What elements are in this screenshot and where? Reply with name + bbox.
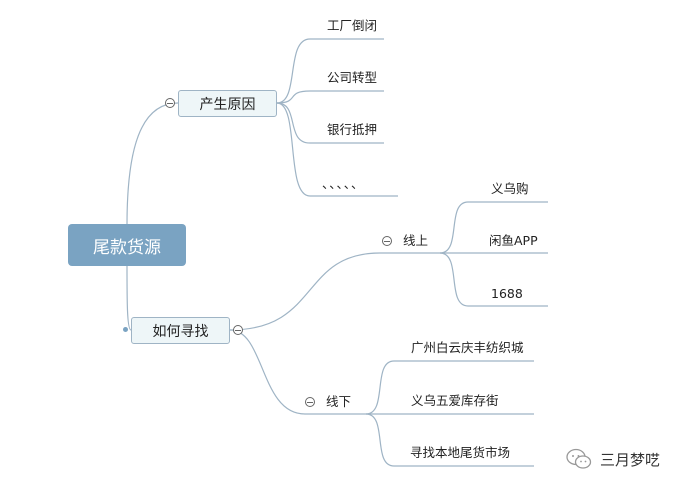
connector-find-online — [229, 252, 440, 331]
connector-find-offline — [229, 329, 366, 415]
connector-online-3 — [439, 252, 548, 307]
central-anchor-dot — [123, 327, 128, 332]
central-topic[interactable]: 尾款货源 — [68, 224, 186, 266]
branch-how-to-find[interactable]: 如何寻找 — [131, 317, 230, 344]
branch-reasons[interactable]: 产生原因 — [178, 90, 277, 117]
connector-reason-4 — [276, 102, 398, 197]
connector-central-branch-2 — [126, 264, 132, 331]
online-item-1[interactable]: 义乌购 — [491, 181, 529, 196]
group-online-label[interactable]: 线上 — [403, 233, 429, 248]
reason-item-2[interactable]: 公司转型 — [327, 70, 378, 85]
connector-offline-1 — [365, 360, 534, 415]
online-item-2[interactable]: 闲鱼APP — [489, 233, 538, 248]
offline-item-2[interactable]: 义乌五爱库存街 — [411, 393, 499, 408]
offline-item-1[interactable]: 广州白云庆丰纺织城 — [411, 340, 524, 355]
reason-item-1[interactable]: 工厂倒闭 — [327, 18, 378, 33]
connector-offline-3 — [365, 413, 534, 467]
collapse-toggle-online[interactable] — [382, 236, 392, 246]
branch-how-to-find-label: 如何寻找 — [152, 323, 209, 340]
watermark-text: 三月梦呓 — [600, 450, 661, 469]
connector-online-1 — [439, 201, 548, 254]
central-topic-label: 尾款货源 — [93, 237, 161, 258]
watermark: 三月梦呓 — [566, 448, 660, 470]
collapse-toggle-reasons[interactable] — [165, 98, 175, 108]
reason-item-3[interactable]: 银行抵押 — [327, 122, 378, 137]
connector-reason-1 — [276, 38, 384, 104]
connector-central-branch-1 — [126, 102, 179, 226]
wechat-icon — [566, 448, 592, 469]
online-item-3[interactable]: 1688 — [491, 286, 523, 301]
collapse-toggle-offline[interactable] — [305, 397, 315, 407]
reason-item-4[interactable]: 、、、、、 — [322, 176, 365, 191]
branch-reasons-label: 产生原因 — [199, 96, 256, 113]
connector-reason-3 — [276, 102, 384, 144]
offline-item-3[interactable]: 寻找本地尾货市场 — [410, 445, 511, 460]
collapse-toggle-how-to-find[interactable] — [233, 325, 243, 335]
group-offline-label[interactable]: 线下 — [326, 394, 352, 409]
connector-reason-2 — [276, 90, 384, 104]
